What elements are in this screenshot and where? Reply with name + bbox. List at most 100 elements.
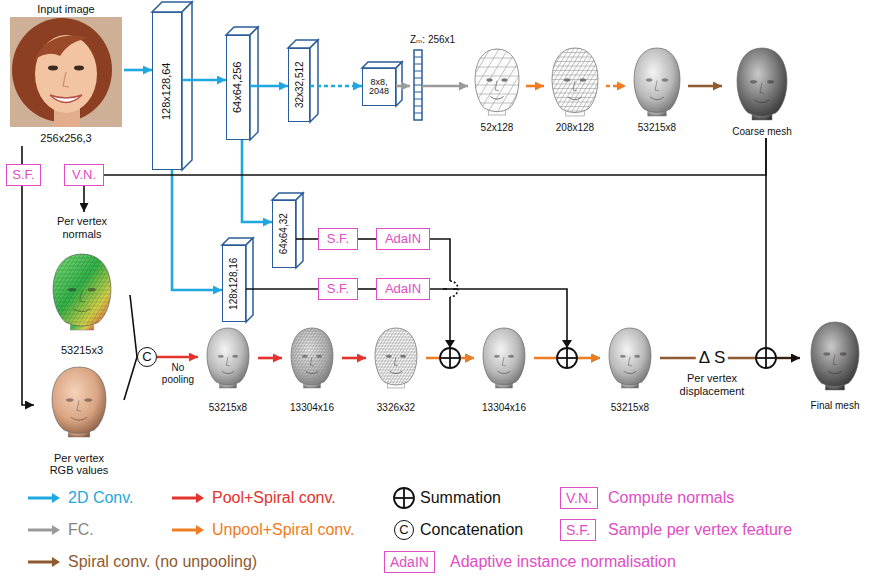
face (35, 35, 97, 113)
mesh-edge (375, 385, 417, 386)
mesh-edge (91, 254, 137, 330)
mesh-edge (461, 48, 502, 116)
conv-block-face (396, 62, 402, 106)
conv-block-face (310, 40, 318, 122)
mesh-edge (291, 352, 333, 353)
summation-bar (765, 348, 767, 368)
mesh-figure: 208x128 (544, 42, 606, 134)
mesh-edge (135, 254, 181, 330)
mesh-face (52, 367, 106, 434)
mesh-edge (405, 49, 445, 115)
mesh-head (52, 367, 106, 437)
mesh-eye (646, 78, 652, 81)
mesh-edge (552, 61, 598, 62)
mesh-nose (394, 357, 397, 366)
mesh-eye (501, 78, 507, 81)
mesh-edge (592, 48, 633, 116)
legend-entry: Sample per vertex feature (608, 520, 792, 540)
mesh-edge (198, 328, 234, 388)
mesh-edge (493, 48, 534, 116)
mesh-edge (294, 328, 330, 388)
mesh-edge (475, 94, 519, 95)
mesh-nose (80, 290, 85, 301)
mesh-edge (375, 352, 417, 353)
mesh-edge (279, 328, 315, 388)
mesh-edge (578, 48, 619, 116)
connector (396, 85, 410, 88)
conv-block: 32x32,512 (288, 48, 310, 122)
concat-circle: C (137, 347, 157, 367)
mesh-edge (53, 298, 111, 299)
mesh-edge (538, 48, 579, 116)
connector (358, 238, 376, 240)
connector (606, 85, 626, 88)
mesh-edge (0, 254, 1, 330)
legend-arrow-head (52, 493, 60, 503)
legend-arrow-line (172, 497, 198, 500)
mesh-mouth (568, 97, 582, 100)
figure-caption: Coarse mesh (732, 126, 791, 138)
mesh-edge (342, 328, 378, 388)
mesh-edge (470, 48, 511, 116)
mesh-edge (375, 331, 417, 332)
summation-circle (756, 348, 776, 368)
mesh-edge (119, 254, 165, 330)
mesh-edge (291, 364, 333, 365)
mesh-eye (68, 288, 76, 292)
connector (688, 85, 722, 88)
photo-background (10, 17, 122, 127)
legend-entry: Unpool+Spiral conv. (212, 520, 354, 540)
mesh-edge (53, 266, 111, 267)
mesh-edge (53, 306, 111, 307)
mesh-face (375, 328, 417, 385)
mesh-edge (533, 48, 574, 116)
mesh-eye (823, 352, 830, 355)
mesh-mouth (650, 97, 664, 100)
latent-vector-cell (414, 64, 422, 65)
mesh-edge (504, 49, 544, 115)
mesh-nose (502, 357, 505, 366)
mesh-edge (552, 48, 598, 49)
mesh-edge (552, 93, 598, 94)
conv-block-face (296, 193, 303, 268)
legend-entry: FC. (68, 520, 94, 540)
mesh-edge (107, 254, 153, 330)
box-label: S.F. (327, 282, 349, 297)
latent-vector-cell (414, 85, 422, 86)
mesh-edge (207, 328, 243, 388)
mesh-edge (0, 254, 13, 330)
mesh-edge (131, 254, 177, 330)
mesh-mouth (490, 97, 503, 100)
conv-block-face (182, 2, 192, 170)
mesh-edge (306, 328, 342, 388)
mesh-edge (475, 48, 516, 116)
mesh-edge (339, 328, 375, 388)
latent-vector-cell (414, 78, 422, 79)
mesh-edge (291, 382, 333, 383)
mesh-edge (0, 254, 29, 330)
mesh-eye (662, 78, 668, 81)
mesh-eye (400, 355, 406, 358)
mesh-edge (291, 340, 333, 341)
mesh-edge (583, 48, 624, 116)
mesh-edge (204, 328, 240, 388)
mesh-edge (552, 75, 598, 76)
box-label: 64x64,256 (232, 62, 245, 113)
mesh-edge (303, 328, 339, 388)
mesh-edge (375, 367, 417, 368)
mesh-edge (375, 355, 417, 356)
mesh-figure: 13304x16 (474, 326, 534, 414)
mesh-edge (291, 379, 333, 380)
mesh-mouth (390, 371, 403, 373)
mesh-edge (111, 254, 157, 330)
box-label: Zₘ: 256x1 (410, 34, 455, 46)
mesh-edge (291, 361, 333, 362)
connector (130, 295, 137, 357)
mesh-edge (246, 328, 282, 388)
latent-vector (414, 50, 422, 120)
conv-block: 64x64,256 (226, 35, 250, 140)
mesh-edge (423, 49, 463, 115)
box-label: S.F. (12, 168, 34, 183)
